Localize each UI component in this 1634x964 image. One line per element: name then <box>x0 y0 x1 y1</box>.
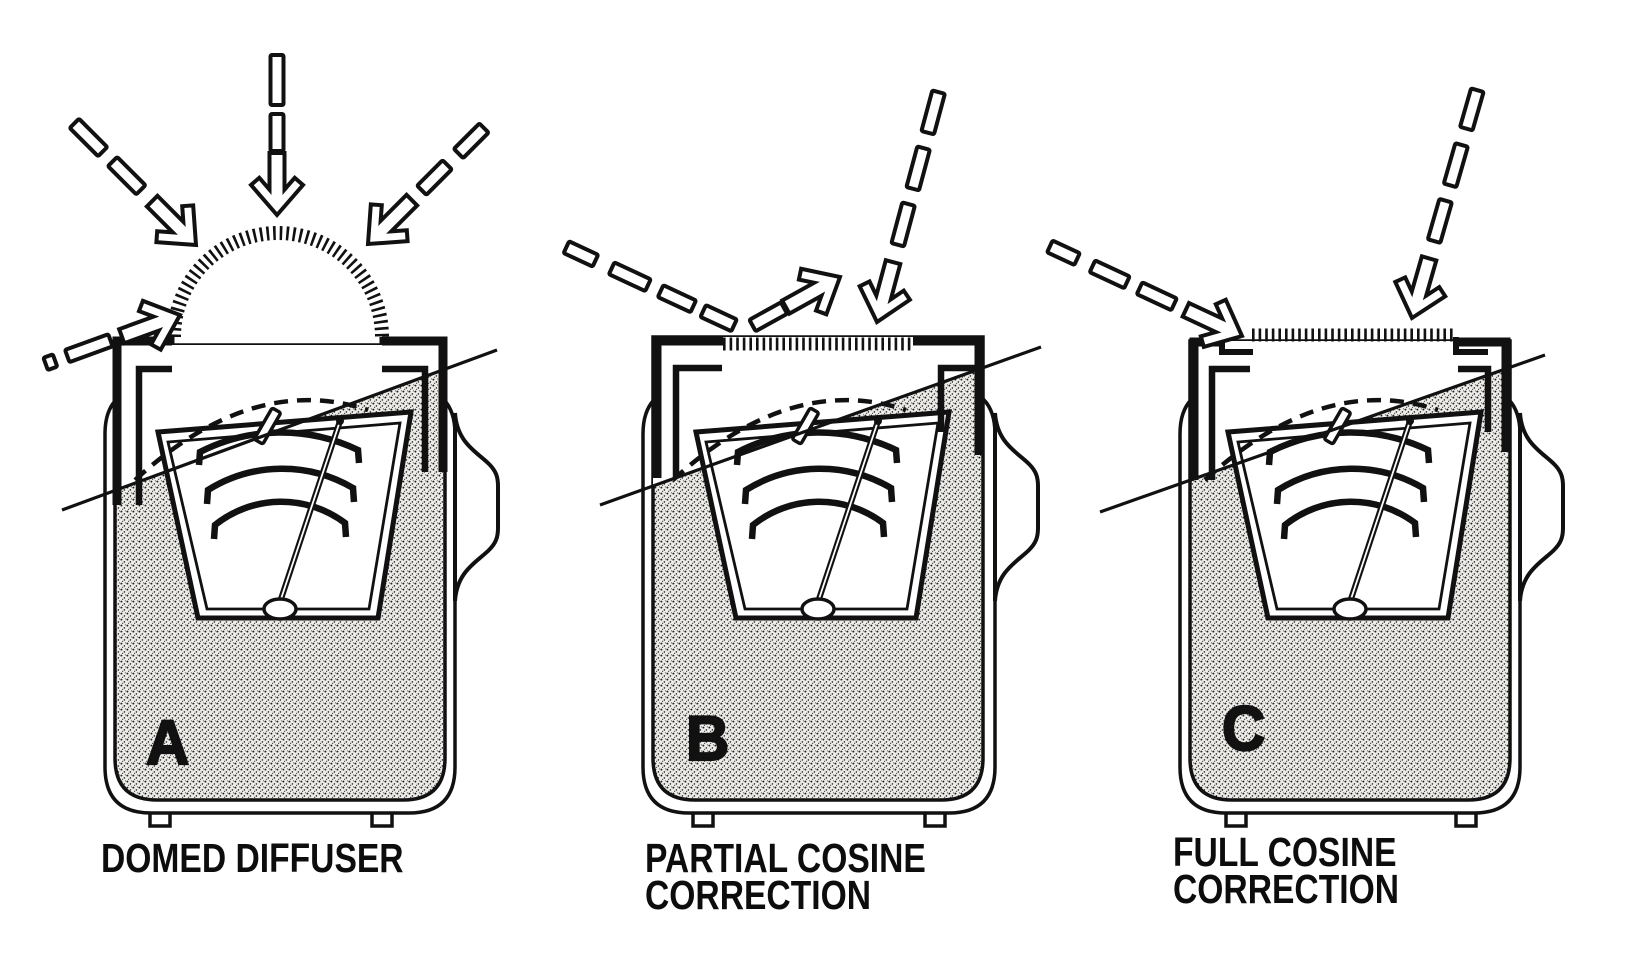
cutaway-line <box>61 348 498 512</box>
cutaway-line <box>599 345 1042 507</box>
meter-letter-a: A <box>145 708 190 778</box>
light-ray-dashes <box>562 239 739 333</box>
light-ray-arrow <box>249 53 305 217</box>
light-ray-arrows-b <box>562 88 947 333</box>
light-meter-c <box>1045 86 1565 828</box>
diffuser-collar <box>652 336 984 478</box>
light-ray-arrow <box>68 117 214 263</box>
side-dial-knob <box>993 412 1040 602</box>
light-ray-arrow <box>41 288 191 372</box>
meter-letter-c: C <box>1221 694 1266 764</box>
light-ray-arrow <box>849 88 947 331</box>
meter-caption-c: FULL COSINE CORRECTION <box>1173 829 1399 912</box>
meter-caption-a: DOMED DIFFUSER <box>101 835 404 881</box>
light-ray-arrows-a <box>41 53 490 372</box>
light-meter-a <box>41 53 500 828</box>
side-dial-knob <box>1518 412 1565 602</box>
light-ray-arrow <box>1385 86 1486 328</box>
domed-diffuser-icon <box>167 226 389 338</box>
reflected-ray-arrow <box>747 252 855 333</box>
light-meter-b <box>562 88 1042 828</box>
light-ray-arrow <box>350 122 490 263</box>
meter-letter-b: B <box>685 704 730 774</box>
meter-caption-b: PARTIAL COSINE CORRECTION <box>645 835 926 918</box>
cutaway-line <box>1099 353 1546 514</box>
light-ray-arrow <box>1045 239 1255 362</box>
side-dial-knob <box>453 412 500 602</box>
light-ray-arrows-c <box>1045 86 1486 362</box>
